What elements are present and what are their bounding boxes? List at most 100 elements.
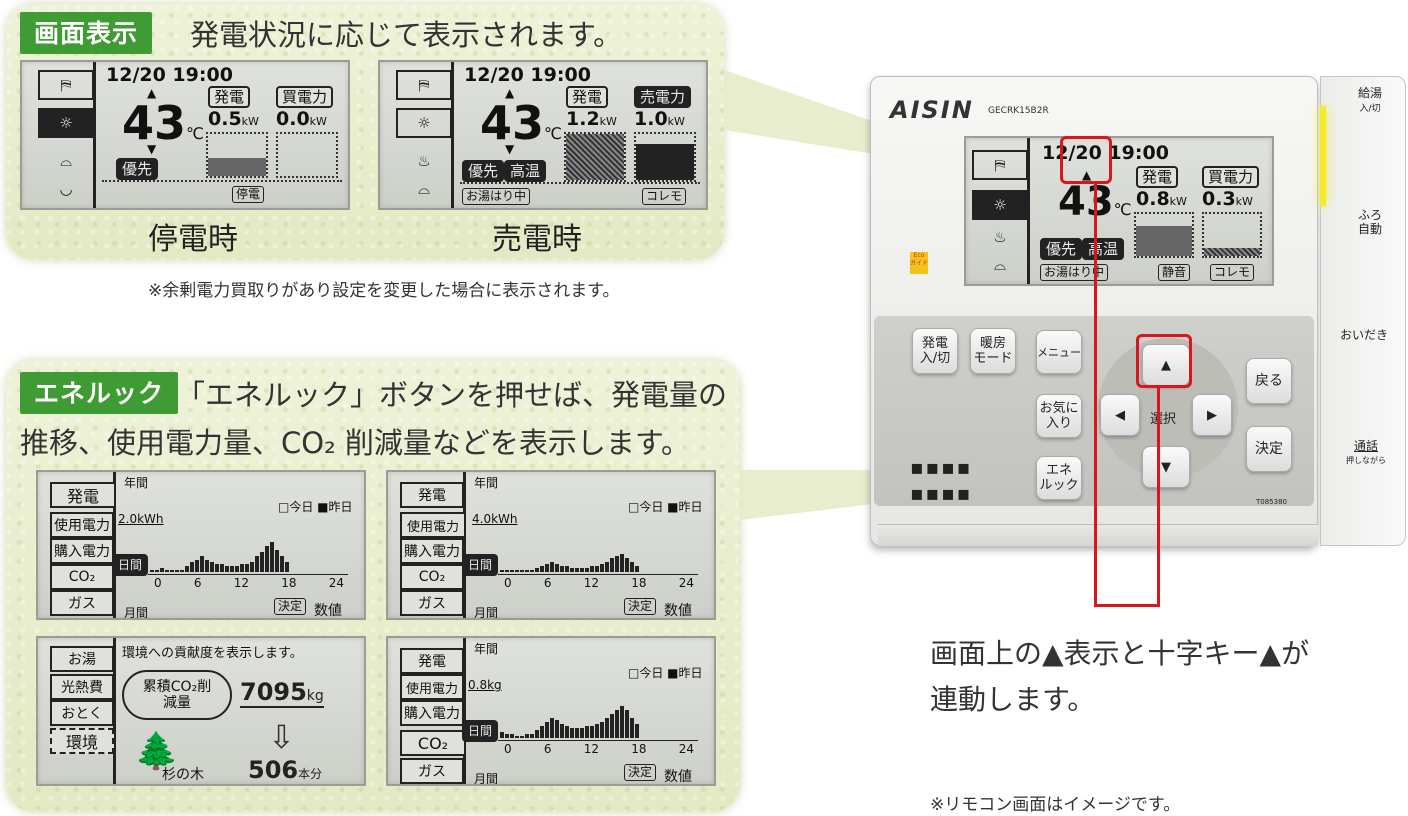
graph-bar xyxy=(620,706,624,738)
tab-usage: 使用電力 xyxy=(50,512,114,538)
lcd-divider xyxy=(460,182,700,184)
graph-bar xyxy=(225,566,229,572)
enelook-heading-line1: 「エネルック」ボタンを押せば、発電量の xyxy=(176,378,728,412)
co2-cloud: 累積CO₂削減量 xyxy=(122,670,232,720)
graph-bar xyxy=(605,718,609,738)
graph-bar xyxy=(615,710,619,738)
heating-mode-button[interactable]: 暖房 モード xyxy=(970,328,1016,374)
tab-hot-water: お湯 xyxy=(50,646,114,672)
serial-label: T085380 xyxy=(1256,498,1287,506)
dpad-up-button[interactable]: ▲ xyxy=(1142,344,1190,386)
lcd-corem: コレモ xyxy=(1210,264,1255,281)
year-label: 年間 xyxy=(474,476,499,490)
graph-tabs: 発電 使用電力 購入電力 CO₂ ガス xyxy=(398,638,466,784)
hot-water-power-button[interactable]: 給湯 入/切 xyxy=(1340,86,1400,116)
lcd-bar-buy xyxy=(276,132,338,178)
numeric-label: 数値 xyxy=(314,603,342,619)
graph-bar xyxy=(535,568,539,572)
favorites-button[interactable]: お気に 入り xyxy=(1036,394,1082,438)
graph-bar xyxy=(280,556,284,572)
dpad-right-button[interactable]: ▶ xyxy=(1192,394,1232,436)
reheat-button[interactable]: おいだき xyxy=(1339,328,1388,342)
graph-bar xyxy=(515,570,519,572)
down-triangle-icon: ▼ xyxy=(1161,459,1171,475)
graph-bar xyxy=(175,570,179,572)
graph-bar xyxy=(575,568,579,572)
graph-bar xyxy=(525,570,529,572)
month-label: 月間 xyxy=(474,772,499,786)
lcd-outage-label: 停電 xyxy=(232,186,265,203)
connector-line-bottom xyxy=(1094,604,1160,607)
graph-bar xyxy=(550,718,554,738)
lcd-priority: 優先 xyxy=(116,158,159,180)
graph-bar xyxy=(570,728,574,738)
graph-bar xyxy=(540,726,544,738)
outage-caption: 停電時 xyxy=(148,222,238,257)
graph-bar xyxy=(555,720,559,738)
decide-button[interactable]: 決定 xyxy=(1246,426,1292,472)
back-button[interactable]: 戻る xyxy=(1246,358,1292,404)
remote-lcd: ⛿ ☼ ♨ ⌓ 12/20 19:00 ▲ 43℃ 発電 買電力 0.8kW 0… xyxy=(964,136,1274,286)
decide-label: 決定 xyxy=(624,764,657,781)
graph-bar xyxy=(275,550,279,572)
graph-bar xyxy=(235,566,239,572)
sun-icon: ☼ xyxy=(396,108,452,138)
lcd-bath-status: お湯はり中 xyxy=(462,188,531,205)
graph-bar xyxy=(635,566,639,572)
fuel-cell-icon: ⛿ xyxy=(972,150,1028,180)
fuel-cell-icon: ⛿ xyxy=(38,70,94,100)
graph-bar xyxy=(600,722,604,738)
lcd-tag-generation: 発電 xyxy=(566,86,609,108)
power-gen-button[interactable]: 発電 入/切 xyxy=(912,328,958,374)
decide-label: 決定 xyxy=(274,598,307,615)
display-badge: 画面表示 xyxy=(20,12,153,54)
floor-heat-icon: ⌓ xyxy=(418,180,430,198)
surplus-note: ※余剰電力買取りがあり設定を変更した場合に表示されます。 xyxy=(148,281,620,301)
graph-legend: □今日 ■昨日 xyxy=(278,500,353,514)
graph-bar xyxy=(530,570,534,572)
hot-water-icon: ♨ xyxy=(993,228,1007,246)
tree-icon: 🌲 xyxy=(134,731,179,772)
lcd-corem-label: コレモ xyxy=(642,188,687,205)
graph-bars xyxy=(500,702,639,738)
remote-controller: AISIN GECRK15B2R ⛿ ☼ ♨ ⌓ 12/20 19:00 ▲ 4… xyxy=(870,76,1408,556)
graph-bar xyxy=(220,564,224,572)
tree-count: 506本分 xyxy=(248,756,323,784)
graph-bar xyxy=(565,566,569,572)
tab-usage: 使用電力 xyxy=(400,512,464,538)
connector-line-right xyxy=(1157,388,1160,606)
graph-bar xyxy=(245,564,249,572)
graph-bar xyxy=(515,736,519,738)
graph-bar xyxy=(215,564,219,572)
up-arrow-icon: ▲ xyxy=(505,86,515,100)
lcd-bath-status: お湯はり中 xyxy=(1040,264,1109,281)
graph-bar xyxy=(630,562,634,572)
talk-button[interactable]: 通話 押しながら xyxy=(1332,440,1400,467)
graph-bar xyxy=(625,710,629,738)
graph-bar xyxy=(540,566,544,572)
lcd-priority: 優先 xyxy=(462,160,505,182)
graph-bar xyxy=(535,730,539,738)
lcd-tag-buy: 買電力 xyxy=(276,86,334,108)
graph-bar xyxy=(510,570,514,572)
bottom-cover xyxy=(878,524,1318,546)
bath-auto-button[interactable]: ふろ 自動 xyxy=(1357,208,1382,236)
down-arrow-icon: ▼ xyxy=(505,142,515,156)
menu-button[interactable]: メニュー xyxy=(1036,330,1082,374)
talk-label: 通話 xyxy=(1353,439,1378,453)
dpad-down-button[interactable]: ▼ xyxy=(1142,446,1190,488)
tab-gas: ガス xyxy=(50,590,114,616)
lcd-outage-screen: ⛿ ☼ ⌓ ◡ 12/20 19:00 ▲ 43℃ ▼ 発電 買電力 0.5kW… xyxy=(20,60,350,210)
tree-label: 杉の木 xyxy=(162,767,204,783)
graph-bar xyxy=(265,546,269,572)
up-triangle-icon: ▲ xyxy=(1161,357,1171,373)
graph-bars xyxy=(150,536,289,572)
lcd-val-generation: 0.8kW xyxy=(1136,188,1187,210)
graph-bars xyxy=(500,536,639,572)
numeric-label: 数値 xyxy=(664,769,692,785)
graph-bar xyxy=(185,566,189,572)
dpad-up-highlight xyxy=(1136,334,1192,388)
enelook-button[interactable]: エネ ルック xyxy=(1036,456,1082,500)
floor-heat-icon: ⌓ xyxy=(60,152,72,170)
dpad-left-button[interactable]: ◀ xyxy=(1100,394,1140,436)
